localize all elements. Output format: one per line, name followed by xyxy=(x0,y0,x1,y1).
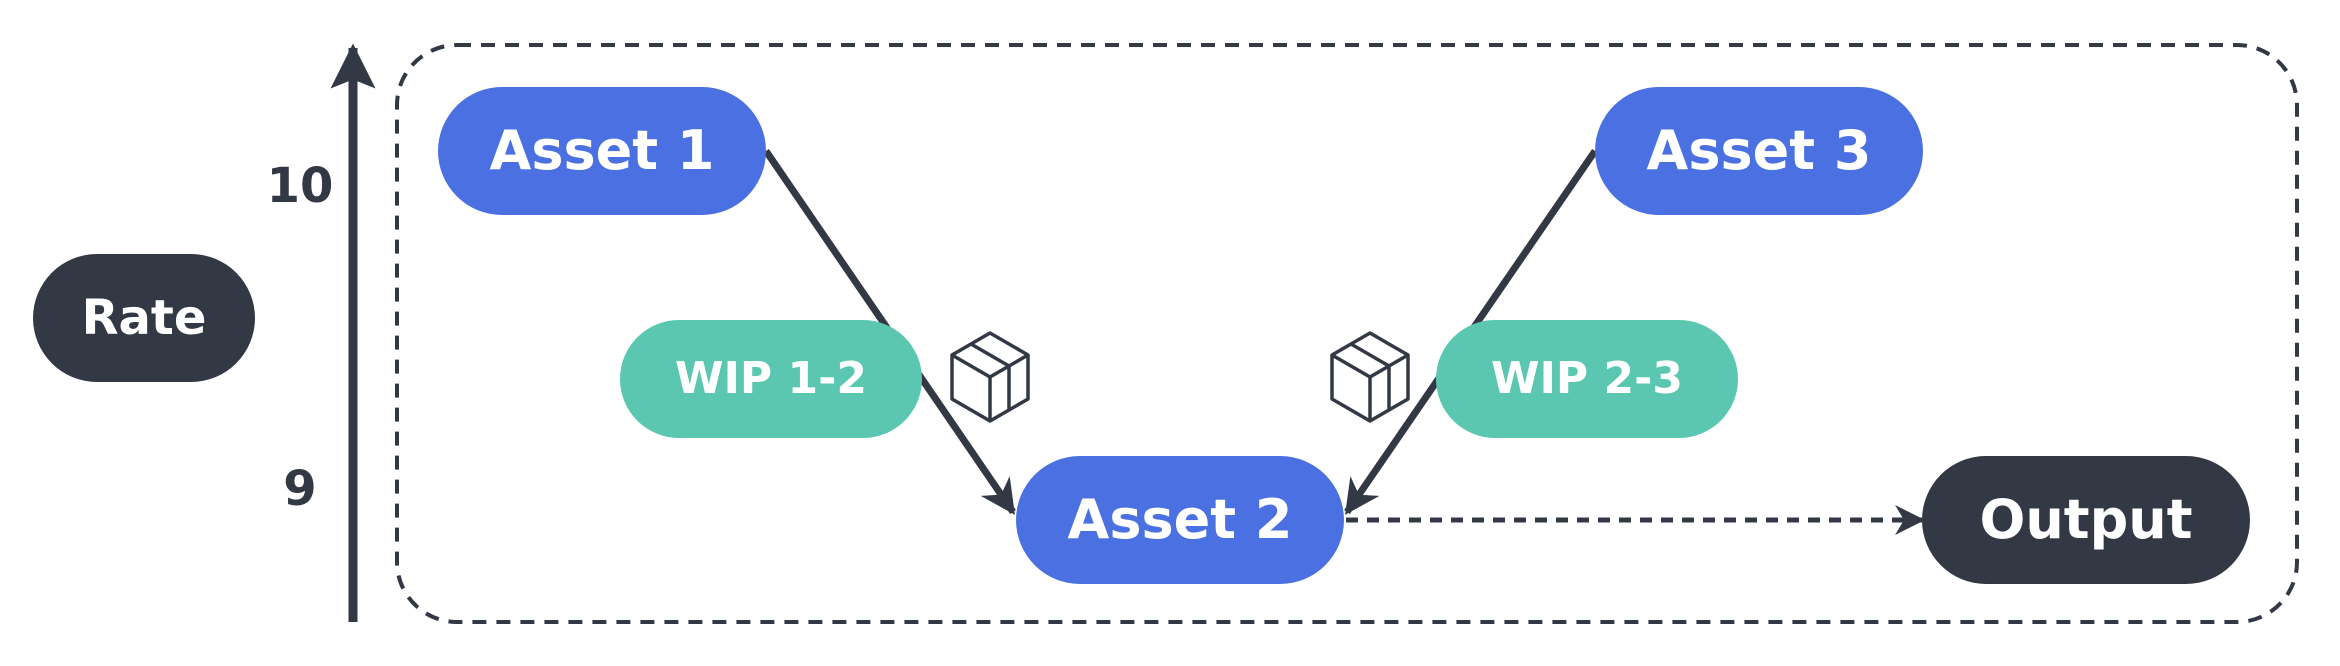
system-boundary xyxy=(395,43,2299,624)
asset-2-label: Asset 2 xyxy=(1068,488,1293,551)
wip-1-2-label: WIP 1-2 xyxy=(675,353,867,404)
output-label: Output xyxy=(1979,488,2192,551)
asset-1-label: Asset 1 xyxy=(490,119,715,182)
wip-2-3-node: WIP 2-3 xyxy=(1436,320,1738,438)
wip-2-3-label: WIP 2-3 xyxy=(1491,353,1683,404)
asset-2-node: Asset 2 xyxy=(1016,456,1344,584)
rate-node: Rate xyxy=(33,254,255,382)
rate-label: Rate xyxy=(82,290,207,346)
asset-3-node: Asset 3 xyxy=(1595,87,1923,215)
asset-1-node: Asset 1 xyxy=(438,87,766,215)
rate-tick-high: 10 xyxy=(267,158,334,214)
package-icon xyxy=(950,331,1030,423)
rate-tick-low: 9 xyxy=(283,461,316,517)
wip-1-2-node: WIP 1-2 xyxy=(620,320,922,438)
output-node: Output xyxy=(1922,456,2250,584)
asset-3-label: Asset 3 xyxy=(1647,119,1872,182)
package-icon xyxy=(1330,331,1410,423)
